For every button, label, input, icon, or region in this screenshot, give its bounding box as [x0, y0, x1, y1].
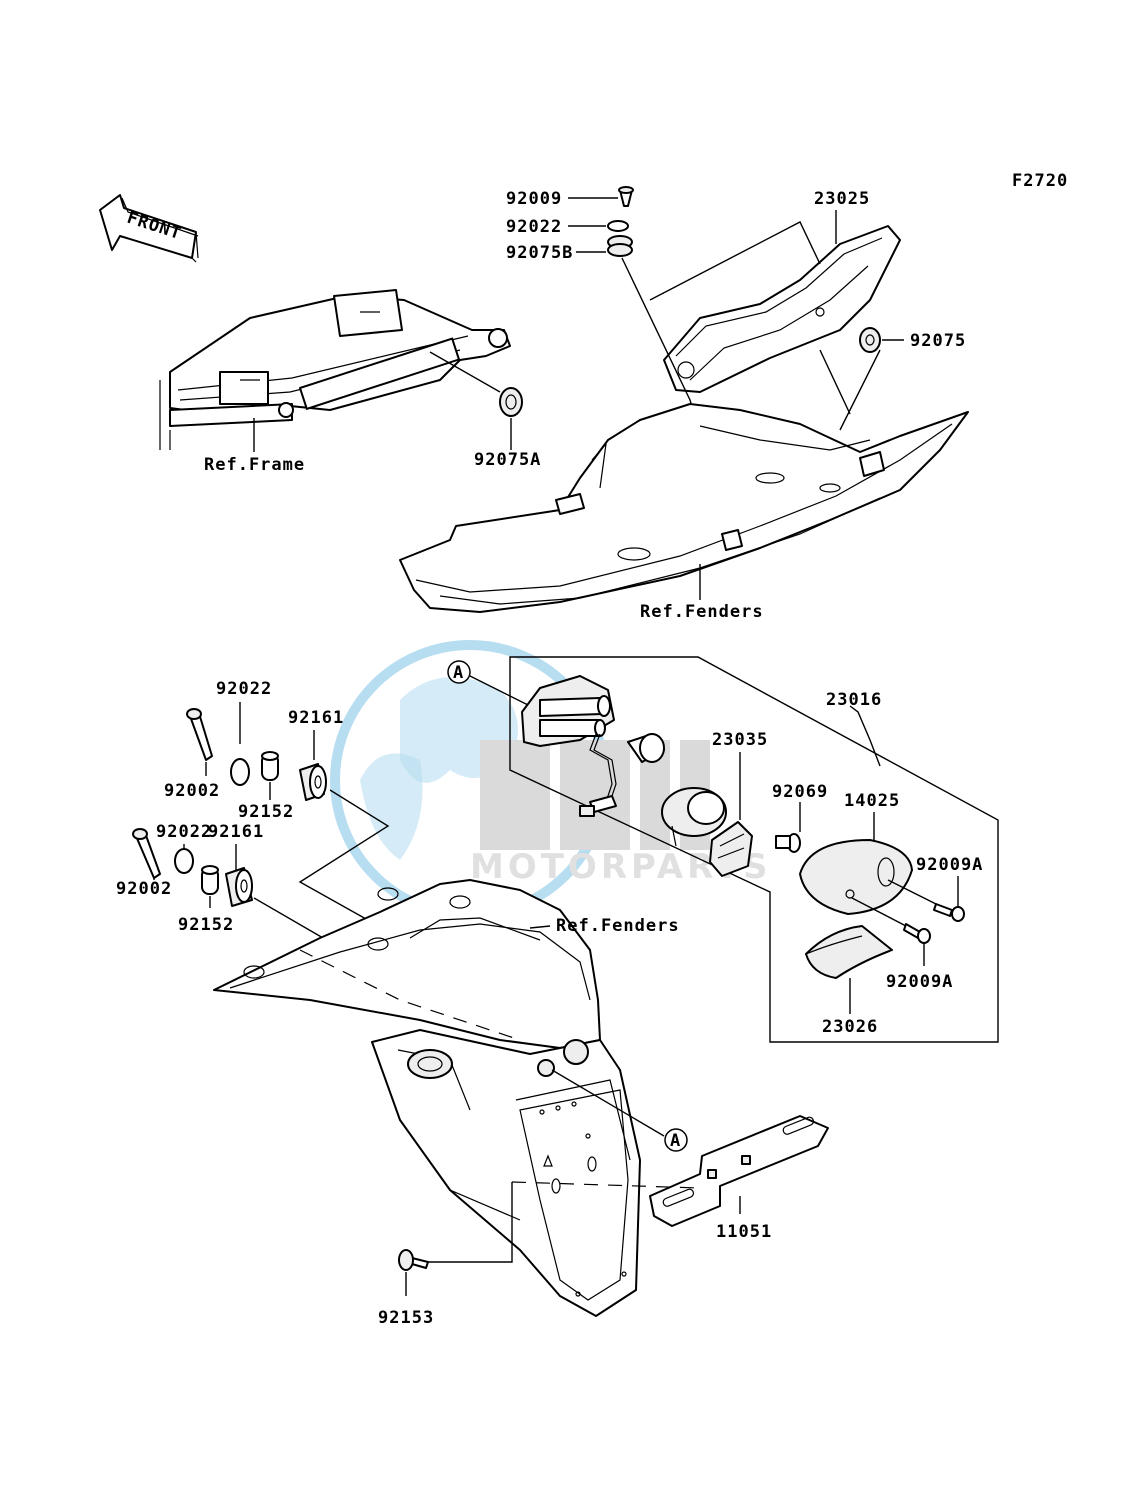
label-92152-b: 92152 — [178, 915, 234, 935]
grommet-92075 — [859, 327, 881, 353]
label-92002-b: 92002 — [116, 879, 172, 899]
frame-drawing — [159, 289, 511, 450]
rear-fender-bottom-drawing — [213, 879, 641, 1317]
grommet-92161-a — [299, 763, 327, 801]
wire-socket — [579, 733, 665, 817]
label-23035: 23035 — [712, 730, 768, 750]
label-23016: 23016 — [826, 690, 882, 710]
grommet-92161-b — [225, 867, 253, 907]
spacer-92152-b — [201, 865, 219, 895]
label-92009: 92009 — [506, 189, 562, 209]
label-92009A-bottom: 92009A — [886, 972, 953, 992]
lamp-base — [661, 787, 727, 847]
label-92022-b: 92022 — [156, 822, 212, 842]
spacer-92152-a — [261, 751, 279, 781]
label-92022-a: 92022 — [216, 679, 272, 699]
svg-text:A: A — [670, 1131, 681, 1151]
bolt-92002-a — [186, 708, 213, 761]
grommet-92075A — [499, 387, 523, 417]
tail-cover-23025 — [663, 225, 901, 393]
assembly-bracket-23016 — [509, 656, 999, 1043]
rear-fender-top-drawing — [399, 403, 969, 613]
license-bracket-11051 — [649, 1115, 829, 1227]
label-11051: 11051 — [716, 1222, 772, 1242]
label-92002-a: 92002 — [164, 781, 220, 801]
bolt-92002-b — [132, 828, 161, 879]
grommet-92075B — [607, 235, 633, 257]
label-92022-top: 92022 — [506, 217, 562, 237]
screw-92009A-bottom — [903, 923, 931, 944]
label-92161-b: 92161 — [208, 822, 264, 842]
diagram-code: F2720 — [1012, 171, 1068, 191]
label-92009A-right: 92009A — [916, 855, 983, 875]
label-23025: 23025 — [814, 189, 870, 209]
front-arrow-icon: FRONT — [99, 194, 199, 263]
bolt-92153 — [398, 1249, 429, 1271]
label-ref-fenders-top: Ref.Fenders — [640, 602, 764, 622]
bulb-92069 — [775, 833, 801, 853]
screw-92009 — [618, 186, 634, 207]
label-92152-a: 92152 — [238, 802, 294, 822]
washer-92022-b — [174, 848, 194, 874]
label-92075: 92075 — [910, 331, 966, 351]
label-92153: 92153 — [378, 1308, 434, 1328]
washer-92022-a — [230, 758, 250, 786]
label-92161-a: 92161 — [288, 708, 344, 728]
connector-23035 — [709, 821, 753, 877]
lens-14025 — [799, 839, 913, 915]
washer-92022-top — [607, 220, 629, 232]
label-92075A: 92075A — [474, 450, 541, 470]
callout-a-top: A — [447, 660, 471, 684]
reflector-23026 — [805, 925, 893, 979]
label-92075B: 92075B — [506, 243, 573, 263]
label-ref-frame: Ref.Frame — [204, 455, 305, 475]
callout-a-bottom: A — [664, 1128, 688, 1152]
svg-text:A: A — [453, 663, 464, 683]
label-23026: 23026 — [822, 1017, 878, 1037]
label-ref-fenders-bottom: Ref.Fenders — [556, 916, 680, 936]
label-14025: 14025 — [844, 791, 900, 811]
lamp-socket-housing — [521, 675, 615, 747]
screw-92009A-right — [933, 903, 965, 922]
label-92069: 92069 — [772, 782, 828, 802]
